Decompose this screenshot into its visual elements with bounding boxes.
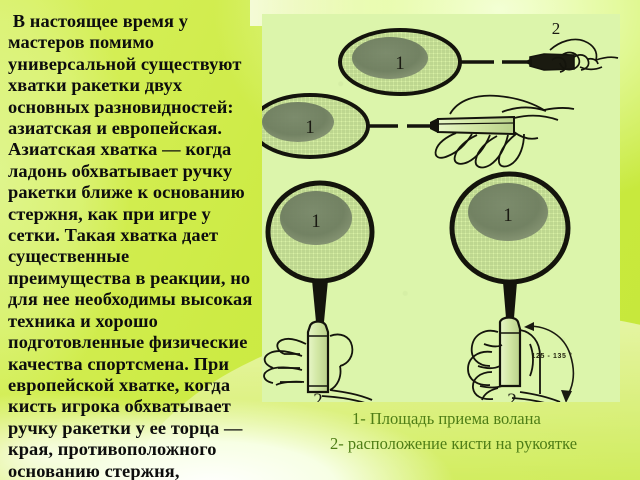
hand-bottom-left [263,333,373,402]
sweet-spot-bottom-left [280,191,352,245]
racket-shaft-bottom-left [312,280,328,322]
racket-grip-bottom-left [306,320,330,394]
legend-item-2: 2- расположение кисти на рукоятке [330,434,578,453]
sweet-spot-bottom-right [468,183,548,241]
label-mid-head: 1 [305,117,315,138]
racket-butt-top [524,58,532,66]
figure-racket-bottom-left: 1 2 [263,180,375,402]
hand-mid [434,94,575,169]
angle-arrow-head-start [524,322,534,331]
figure-racket-middle: 1 [262,93,575,169]
figure-racket-bottom-right: 1 [449,171,575,402]
racket-grip-mid-edge [437,122,515,125]
hand-top [549,38,619,73]
figure-racket-top: 1 2 [338,19,619,96]
sweet-spot-top [352,37,428,79]
angle-arrow [524,322,575,402]
label-bottom-left-hand: 2 [313,390,323,402]
label-top-head: 1 [395,53,405,74]
label-bottom-left-head: 1 [311,211,321,232]
angle-arrow-head-end [561,390,572,402]
body-paragraph: В настоящее время у мастеров помимо унив… [8,11,253,480]
sweet-spot-mid [262,102,334,142]
racket-shaft-bottom-right [503,282,517,318]
label-top-hand: 2 [552,19,561,38]
racket-butt-mid [430,118,438,133]
illustration-panel: 1 2 [262,14,620,402]
racket-grip-bottom-right [498,316,522,388]
legend-item-1: 1- Площадь приема волана [352,409,541,428]
hand-bottom-right [467,329,561,402]
figure-legend: 1- Площадь приема волана 2- расположение… [330,406,640,456]
angle-annotation-label: 125 - 135 ° [532,352,573,360]
grip-diagram-svg: 1 2 [262,19,619,402]
label-bottom-right-head: 1 [503,205,513,226]
label-bottom-right-hand: 2 [507,390,517,402]
racket-grip-mid [437,115,515,136]
racket-grip-top [529,53,575,71]
